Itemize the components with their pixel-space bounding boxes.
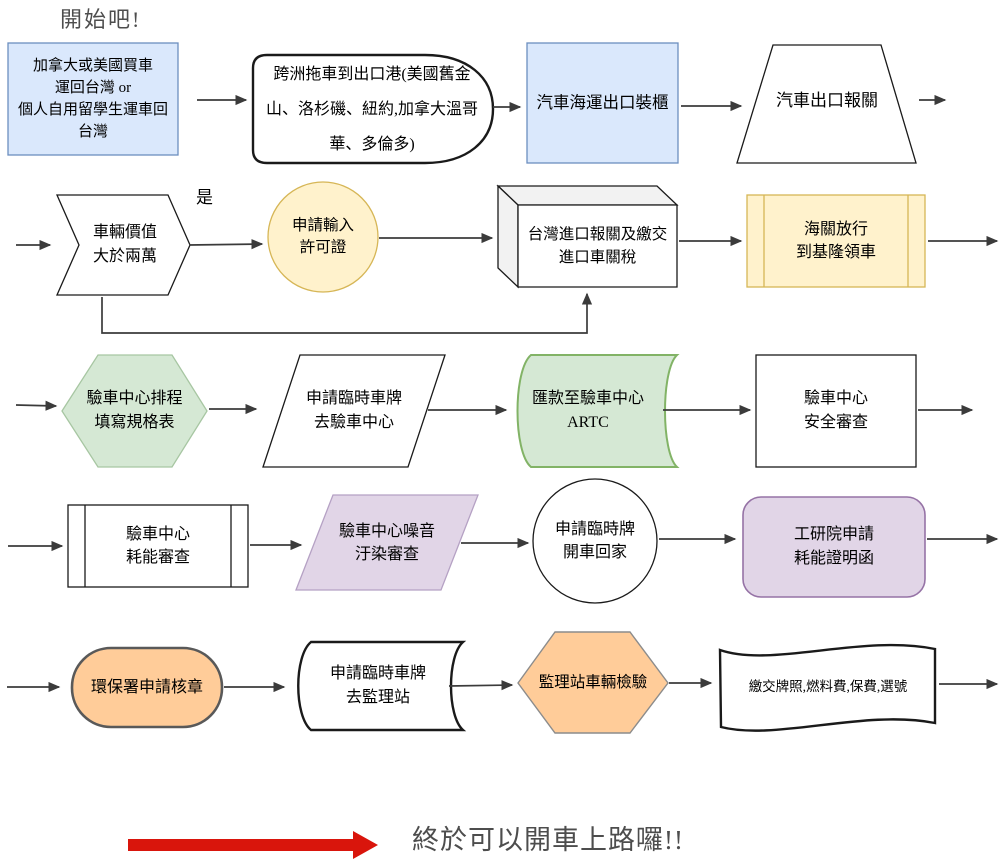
node-energy-review-shape bbox=[67, 504, 249, 588]
finish-text: 終於可以開車上路囉!! bbox=[412, 825, 684, 855]
node-temp-plate-home-shape bbox=[532, 478, 658, 604]
node-import-customs-top-face bbox=[496, 185, 679, 206]
node-remit-artc-shape bbox=[516, 354, 680, 468]
flow-connector bbox=[15, 400, 58, 411]
node-start-shape bbox=[7, 42, 179, 156]
node-noise-review-shape bbox=[295, 494, 479, 591]
node-import-customs-shape bbox=[517, 204, 678, 288]
node-itri-energy-cert-shape bbox=[742, 496, 926, 598]
node-pay-fees-shape bbox=[718, 643, 937, 732]
edge-label-yes: 是 bbox=[196, 188, 213, 207]
node-epa-stamp-shape bbox=[70, 646, 224, 729]
node-customs-release-shape bbox=[746, 194, 926, 288]
flow-connector bbox=[448, 680, 514, 691]
finish-arrow bbox=[128, 831, 378, 859]
node-export-customs-shape bbox=[736, 44, 917, 164]
diagram-title: 開始吧! bbox=[60, 7, 142, 32]
bypass-connector bbox=[101, 292, 593, 334]
node-dmv-inspection-shape bbox=[517, 631, 669, 734]
node-safety-review-shape bbox=[755, 354, 917, 468]
node-temp-plate-dmv-shape bbox=[297, 640, 467, 732]
node-container-loading-shape bbox=[526, 42, 679, 164]
node-tow-to-port-shape bbox=[251, 53, 495, 165]
node-import-permit-shape bbox=[267, 181, 379, 293]
node-vscc-schedule-shape bbox=[61, 354, 208, 468]
node-temp-plate-vscc-shape bbox=[262, 354, 446, 468]
node-value-check-shape bbox=[56, 194, 191, 296]
flow-connector-yes bbox=[188, 239, 264, 250]
